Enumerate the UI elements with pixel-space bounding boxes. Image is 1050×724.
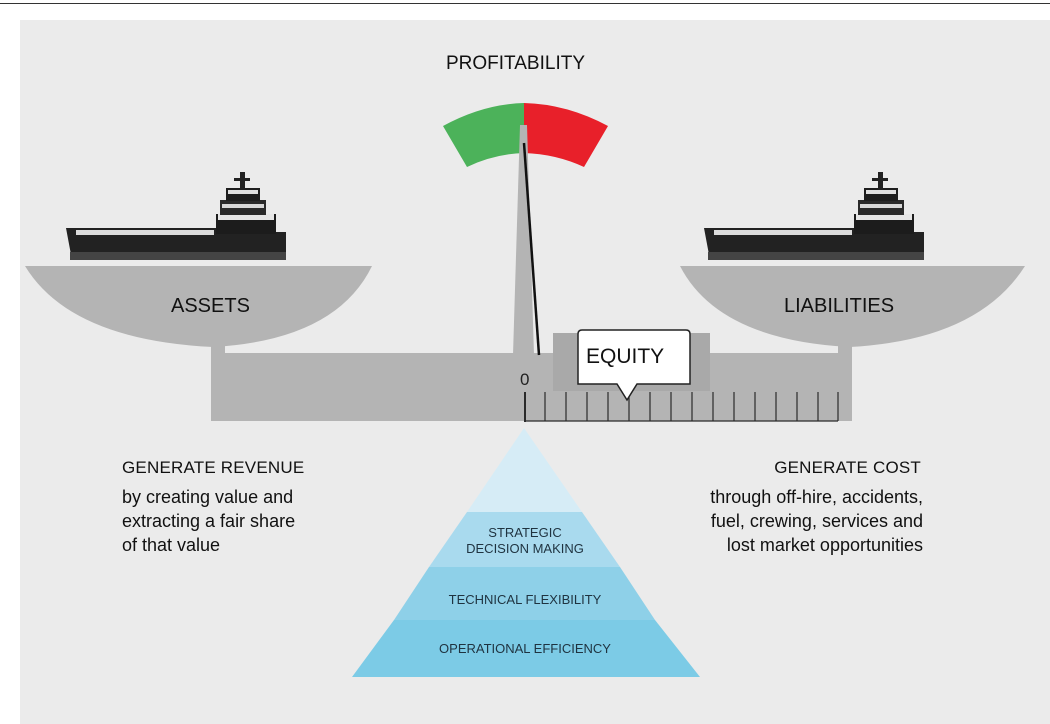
cost-description: through off-hire, accidents, fuel, crewi… [710, 485, 923, 557]
left-pan [25, 266, 372, 347]
revenue-line: by creating value and [122, 487, 294, 507]
cost-line: lost market opportunities [726, 535, 923, 555]
revenue-description: by creating value and extracting a fair … [122, 485, 295, 557]
pyramid-tier-technical [394, 567, 655, 620]
equity-callout [577, 329, 691, 402]
scale-beam [211, 353, 852, 421]
gauge-needle [522, 142, 541, 356]
cost-heading: GENERATE COST [774, 458, 921, 477]
revenue-line: of that value [122, 535, 221, 555]
value-pyramid [352, 428, 700, 677]
assets-label: ASSETS [171, 295, 250, 317]
cost-line: fuel, crewing, services and [710, 511, 923, 531]
gauge-red-segment [524, 103, 608, 167]
revenue-line: extracting a fair share [122, 511, 296, 531]
pyramid-apex [467, 428, 582, 512]
gauge-green-segment [443, 103, 524, 167]
tier-technical-label: TECHNICAL FLEXIBILITY [448, 592, 602, 607]
liabilities-label: LIABILITIES [784, 295, 895, 317]
revenue-heading: GENERATE REVENUE [122, 458, 305, 477]
diagram-title: PROFITABILITY [446, 53, 586, 74]
pyramid-tier-operational [352, 620, 700, 677]
ship-icon [66, 172, 286, 260]
ship-icon [704, 172, 924, 260]
pyramid-tier-strategic [429, 512, 620, 567]
top-rule [0, 3, 1050, 4]
fulcrum-stand [513, 125, 534, 355]
right-pan [680, 266, 1025, 347]
tier-strategic-label: STRATEGIC DECISION MAKING [466, 525, 584, 556]
tier-operational-label: OPERATIONAL EFFICIENCY [439, 641, 611, 656]
cost-line: through off-hire, accidents, [710, 487, 923, 507]
equity-ruler [524, 392, 839, 422]
equity-label: EQUITY [586, 345, 665, 368]
scale-zero-label: 0 [520, 370, 530, 389]
